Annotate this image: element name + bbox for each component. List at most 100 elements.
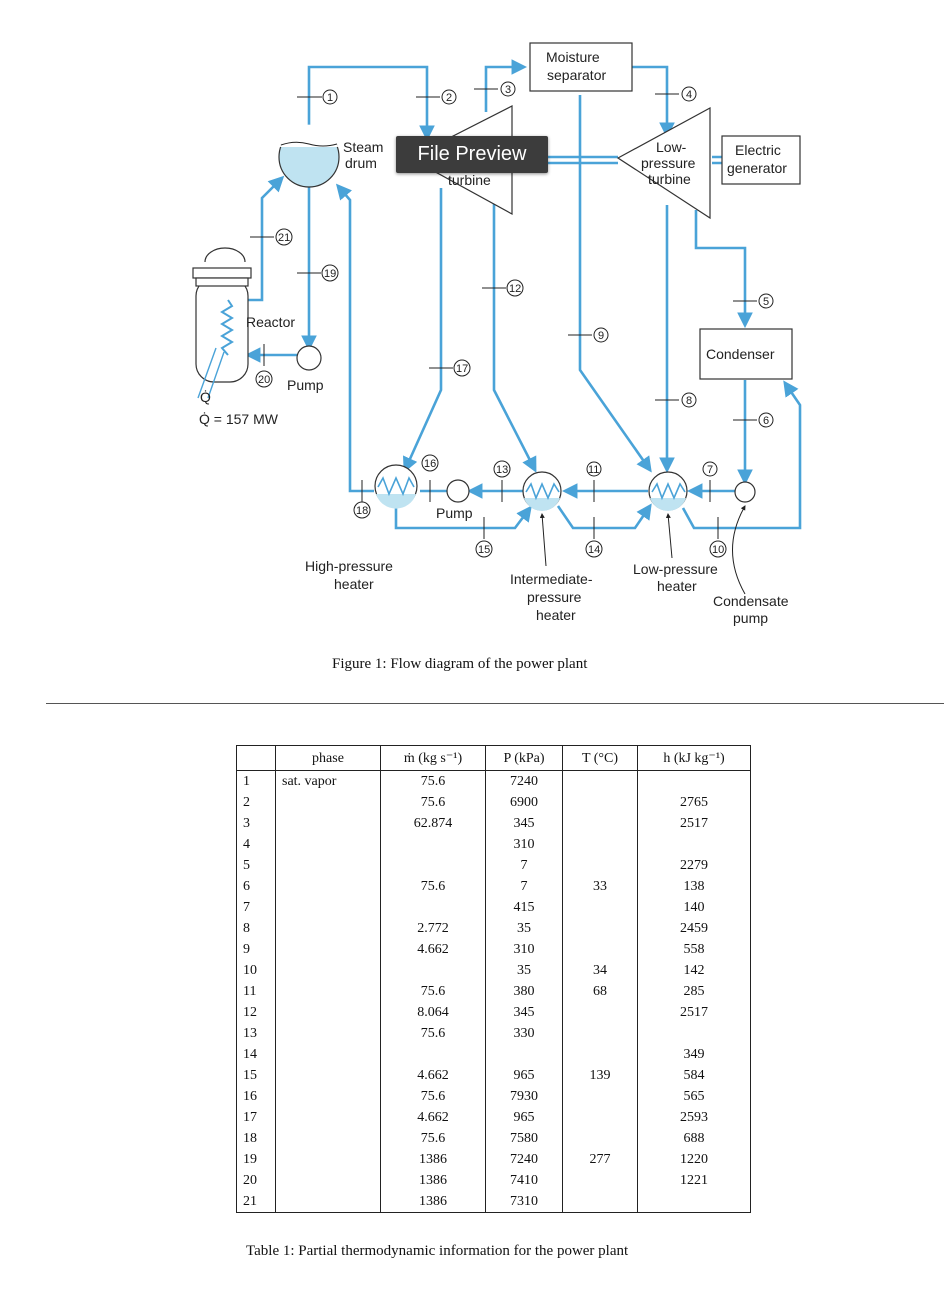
cell-phase [275, 1065, 381, 1086]
flow-12 [492, 180, 537, 473]
cell-enthalpy: 2517 [637, 1002, 751, 1023]
cell-enthalpy [637, 834, 751, 855]
col-phase-header: phase [275, 745, 381, 771]
flow-10 [681, 380, 802, 530]
cell-phase [275, 1044, 381, 1065]
lp-heater: Low-pressure heater [633, 471, 718, 594]
table-caption: Table 1: Partial thermodynamic informati… [246, 1243, 629, 1259]
cell-state: 20 [236, 1170, 276, 1191]
cell-enthalpy [637, 1023, 751, 1044]
cell-pressure: 965 [485, 1107, 563, 1128]
cell-pressure: 965 [485, 1065, 563, 1086]
cell-enthalpy: 140 [637, 897, 751, 918]
state-18: 18 [356, 505, 368, 517]
cell-enthalpy: 285 [637, 981, 751, 1002]
cell-state: 13 [236, 1023, 276, 1044]
cell-mdot: 4.662 [380, 939, 486, 960]
state-10: 10 [712, 544, 724, 556]
cell-mdot: 4.662 [380, 1107, 486, 1128]
cell-phase [275, 1002, 381, 1023]
cell-phase [275, 855, 381, 876]
condenser-label: Condenser [706, 346, 775, 362]
moisture-separator: Moisture separator [529, 42, 633, 92]
cell-phase [275, 792, 381, 813]
generator-label-line2: generator [727, 160, 787, 176]
pump-mid-label: Pump [436, 505, 473, 521]
cell-pressure: 330 [485, 1023, 563, 1044]
cell-phase [275, 1107, 381, 1128]
file-preview-badge[interactable]: File Preview [396, 136, 548, 173]
cell-pressure [485, 1044, 563, 1065]
cell-enthalpy: 2765 [637, 792, 751, 813]
state-15: 15 [478, 544, 490, 556]
state-8: 8 [686, 395, 692, 407]
cell-enthalpy: 565 [637, 1086, 751, 1107]
cell-temperature: 139 [562, 1065, 638, 1086]
cell-state: 7 [236, 897, 276, 918]
cell-temperature [562, 1002, 638, 1023]
state-markers: 1 2 3 4 5 6 7 8 9 10 [250, 81, 774, 558]
cell-pressure: 7240 [485, 770, 563, 792]
lp-turbine-label-line1: Low- [656, 139, 687, 155]
cell-temperature: 277 [562, 1149, 638, 1170]
reactor-label: Reactor [246, 314, 295, 330]
cell-phase [275, 918, 381, 939]
hp-heater: High-pressure heater [305, 464, 418, 592]
steam-drum-label-line2: drum [345, 155, 377, 171]
cell-mdot [380, 960, 486, 981]
cell-temperature [562, 1191, 638, 1213]
state-5: 5 [763, 296, 769, 308]
cell-state: 19 [236, 1149, 276, 1170]
cell-pressure: 7930 [485, 1086, 563, 1107]
col-mdot-header: ṁ (kg s⁻¹) [380, 745, 486, 771]
figure-caption: Figure 1: Flow diagram of the power plan… [332, 656, 588, 672]
separator-label-line2: separator [547, 67, 606, 83]
feed-pump: Pump [287, 345, 324, 393]
cell-phase [275, 876, 381, 897]
cell-state: 3 [236, 813, 276, 834]
flow-15 [394, 505, 532, 530]
state-19: 19 [324, 268, 336, 280]
electric-generator: Electric generator [721, 135, 801, 185]
cell-mdot: 75.6 [380, 1128, 486, 1149]
cell-enthalpy: 584 [637, 1065, 751, 1086]
cell-temperature [562, 897, 638, 918]
cell-pressure: 35 [485, 960, 563, 981]
cell-pressure: 7240 [485, 1149, 563, 1170]
cell-state: 11 [236, 981, 276, 1002]
state-9: 9 [598, 330, 604, 342]
cell-pressure: 345 [485, 813, 563, 834]
cell-pressure: 310 [485, 939, 563, 960]
cell-temperature [562, 792, 638, 813]
col-temperature-header: T (°C) [562, 745, 638, 771]
state-11: 11 [588, 464, 599, 476]
cell-enthalpy: 2517 [637, 813, 751, 834]
state-7: 7 [707, 464, 713, 476]
state-13: 13 [496, 464, 508, 476]
cell-mdot: 75.6 [380, 770, 486, 792]
cell-pressure: 7310 [485, 1191, 563, 1213]
ip-heater-label-line2: pressure [527, 589, 582, 605]
cell-enthalpy: 138 [637, 876, 751, 897]
cell-temperature [562, 813, 638, 834]
cell-phase [275, 897, 381, 918]
cell-state: 8 [236, 918, 276, 939]
cell-state: 18 [236, 1128, 276, 1149]
cell-phase [275, 981, 381, 1002]
hp-heater-label-line1: High-pressure [305, 558, 393, 574]
hp-turbine-label: turbine [448, 172, 491, 188]
condensate-pump-label-line2: pump [733, 610, 768, 626]
cell-mdot: 75.6 [380, 1023, 486, 1044]
cell-mdot [380, 855, 486, 876]
flow-lines [228, 59, 802, 530]
cell-enthalpy: 1221 [637, 1170, 751, 1191]
cell-temperature [562, 1170, 638, 1191]
cell-state: 4 [236, 834, 276, 855]
